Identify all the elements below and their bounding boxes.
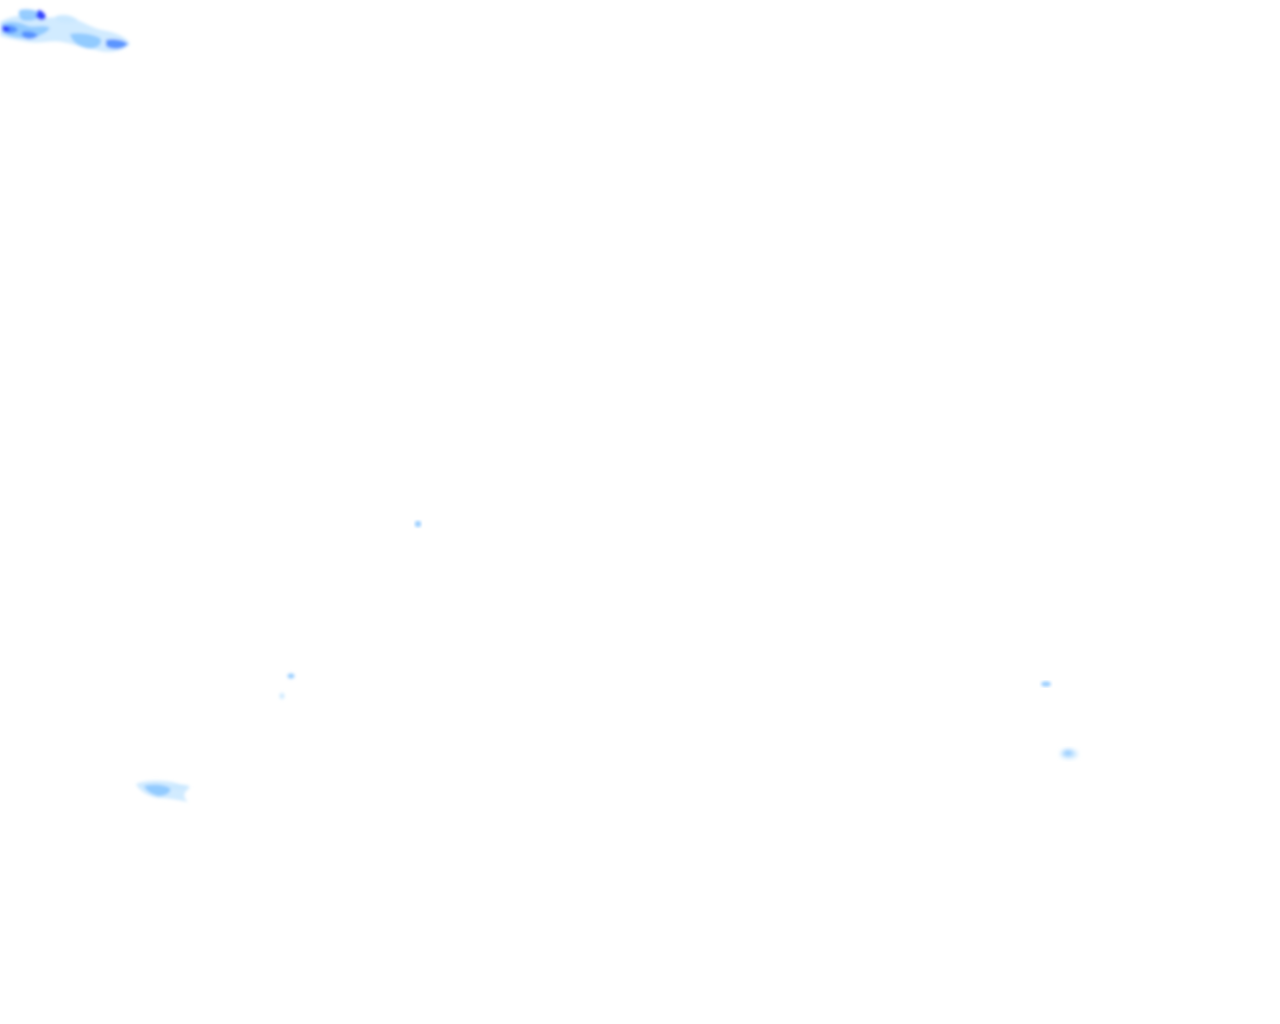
echo-strong-area [22,31,38,39]
echo-intense-area [36,10,46,21]
echo-strong-area [106,39,128,49]
precipitation-cell-left-mid [279,673,295,700]
echo-light-area [170,784,190,790]
echo-light-area [279,692,285,700]
echo-light-area [287,673,295,679]
echo-intense-area [2,25,10,32]
precipitation-cluster-top-left [0,9,130,52]
precipitation-cell-right-lower [1060,749,1078,759]
echo-medium-area [2,21,50,38]
echo-medium-area [144,784,171,796]
echo-medium-area [70,33,102,49]
precipitation-cell-right-upper [1041,681,1051,687]
echo-medium-area [1063,750,1073,756]
echo-medium-area [18,9,42,21]
precipitation-cell-center [414,520,422,528]
echo-light-area [56,14,78,23]
echo-light-area [414,520,422,528]
echo-light-area [1041,681,1051,687]
precipitation-cluster-lower-left [136,780,190,802]
